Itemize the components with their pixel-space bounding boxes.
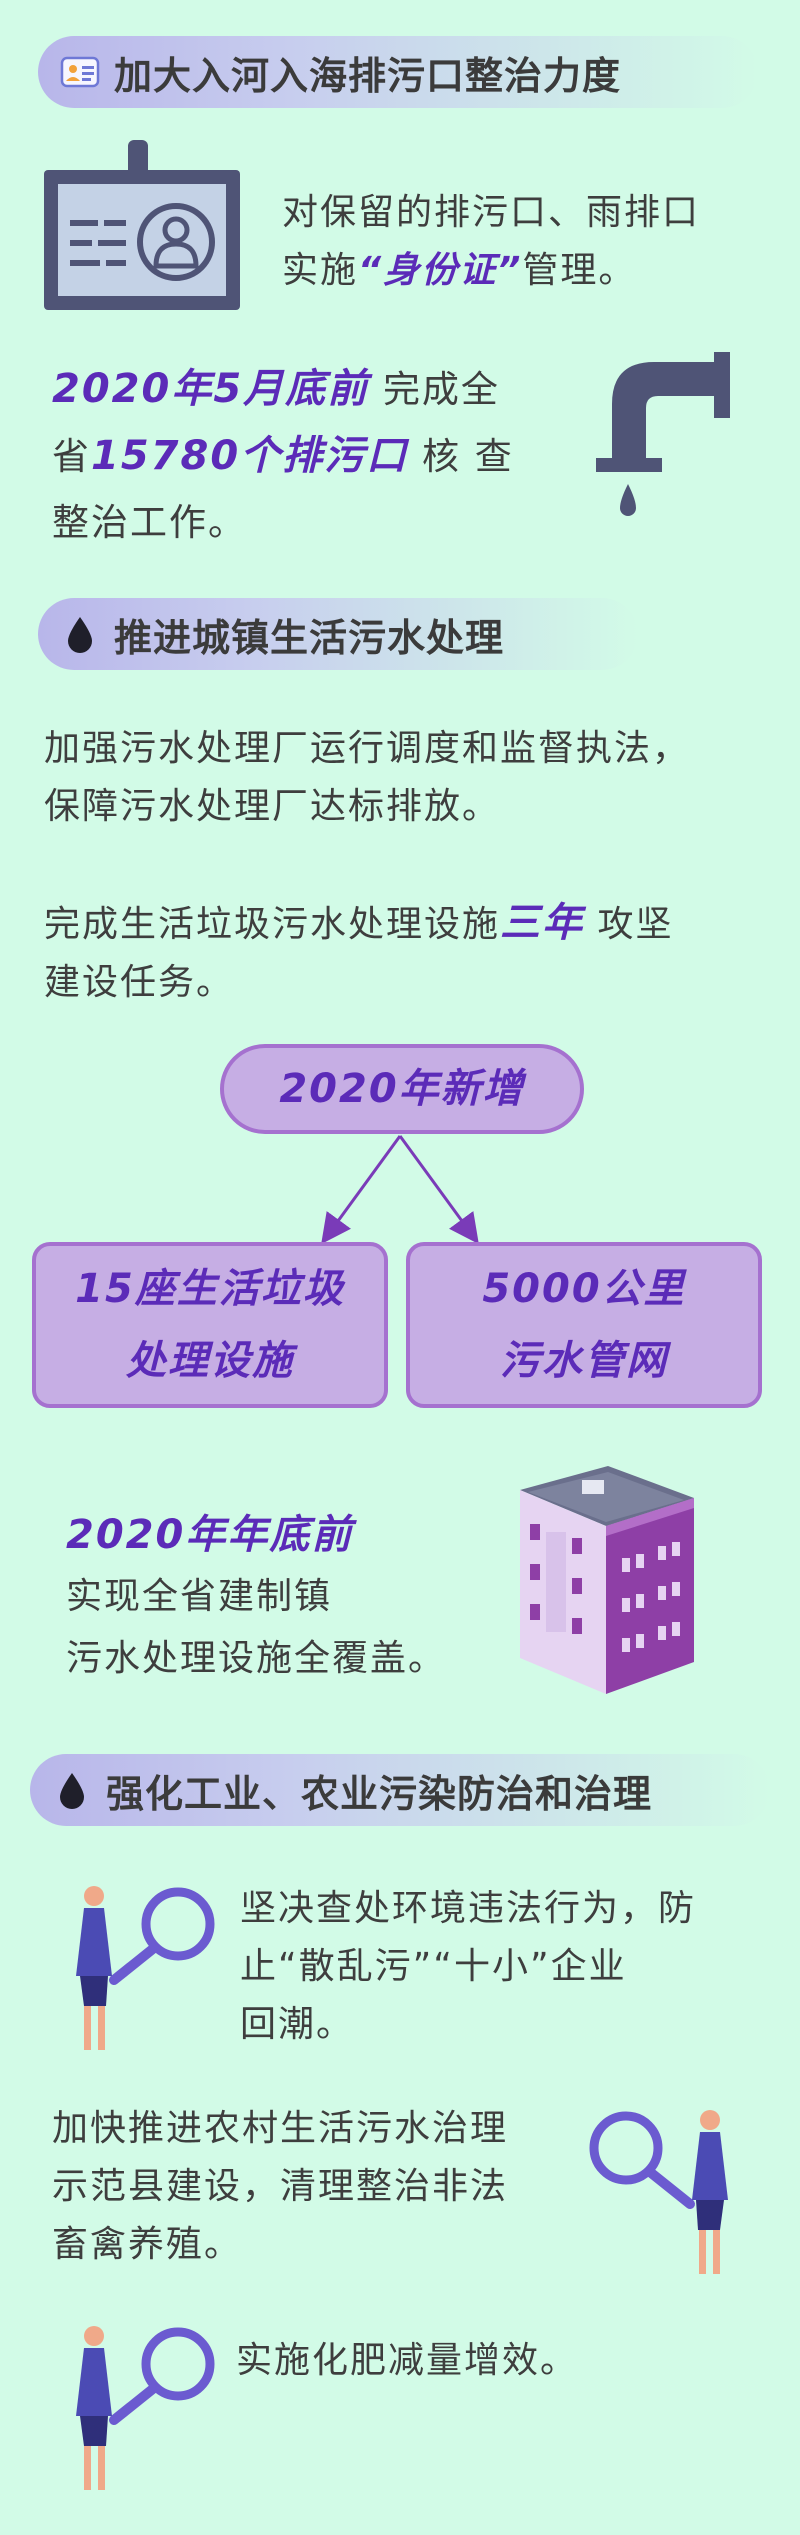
flow-left-line1: 15座生活垃圾: [75, 1266, 345, 1312]
section3-header: 强化工业、农业污染防治和治理: [30, 1754, 770, 1826]
section2-p2-highlight: 三年: [500, 900, 585, 946]
section3-p1-line2: 止“散乱污”“十小”企业: [240, 1946, 627, 1987]
section1-p1-line2-pre: 实施: [282, 250, 359, 291]
section1-title: 加大入河入海排污口整治力度: [114, 53, 622, 98]
section2-p2-line2: 建设任务。: [44, 962, 235, 1003]
section1-p1-line2: 实施“身份证”管理。: [282, 242, 762, 300]
section2-header: 推进城镇生活污水处理: [38, 598, 638, 670]
section2-title: 推进城镇生活污水处理: [114, 615, 505, 660]
section3-p1-line3: 回潮。: [240, 2004, 355, 2045]
section3-p1-line1: 坚决查处环境违法行为，防: [240, 1888, 697, 1929]
flow-right-box: 5000公里 污水管网: [406, 1242, 762, 1408]
section1-p2-line1-text: 完成全: [382, 368, 500, 411]
section3-p2-line3: 畜禽养殖。: [52, 2224, 243, 2265]
section3-paragraph-1: 坚决查处环境违法行为，防 止“散乱污”“十小”企业 回潮。: [240, 1880, 770, 2054]
person-magnifier-icon: [76, 1886, 215, 2050]
section3-p3-line1: 实施化肥减量增效。: [236, 2340, 579, 2381]
section2-paragraph-1: 加强污水处理厂运行调度和监督执法， 保障污水处理厂达标排放。: [44, 720, 774, 836]
section3-p2-line2: 示范县建设，清理整治非法: [52, 2166, 509, 2207]
section2-p2-post: 攻坚: [597, 904, 674, 945]
water-drop-icon: [60, 1773, 84, 1809]
section3-title: 强化工业、农业污染防治和治理: [106, 1771, 653, 1816]
section1-p2-highlight-date: 2020年5月底前: [52, 366, 370, 412]
section2-p2-line1: 完成生活垃圾污水处理设施三年 攻坚: [44, 894, 774, 954]
section3-paragraph-3: 实施化肥减量增效。: [236, 2332, 736, 2390]
section2-p2-pre: 完成生活垃圾污水处理设施: [44, 904, 501, 945]
section2-p1-line1: 加强污水处理厂运行调度和监督执法，: [44, 728, 691, 769]
section1-p2-line2-post: 核 查: [421, 435, 514, 478]
person-magnifier-icon: [589, 2110, 728, 2274]
section1-p1-line1: 对保留的排污口、雨排口: [282, 192, 701, 233]
section1-p2-line2-pre: 省: [52, 435, 91, 478]
section1-header: 加大入河入海排污口整治力度: [38, 36, 758, 108]
flow-left-box: 15座生活垃圾 处理设施: [32, 1242, 388, 1408]
flow-top-box: 2020年新增: [220, 1044, 584, 1134]
section2-paragraph-2: 完成生活垃圾污水处理设施三年 攻坚 建设任务。: [44, 894, 774, 1012]
section2-p3-highlight: 2020年年底前: [66, 1512, 354, 1558]
section1-p2-highlight-count: 15780个排污口: [91, 433, 409, 479]
section1-p2-line3: 整治工作。: [52, 501, 247, 544]
section1-p1-highlight: “身份证”: [358, 250, 523, 291]
section1-p1-line2-post: 管理。: [522, 250, 637, 291]
flow-left-line2: 处理设施: [126, 1338, 294, 1384]
section1-p2-line1: 2020年5月底前 完成全: [52, 356, 592, 423]
section1-paragraph-1: 对保留的排污口、雨排口 实施“身份证”管理。: [282, 184, 762, 300]
section2-paragraph-3: 2020年年底前 实现全省建制镇 污水处理设施全覆盖。: [66, 1504, 526, 1690]
water-drop-icon: [68, 617, 92, 653]
section2-p3-line2: 实现全省建制镇: [66, 1576, 333, 1617]
section3-p2-line1: 加快推进农村生活污水治理: [52, 2108, 509, 2149]
person-magnifier-icon: [76, 2326, 215, 2490]
id-card-badge-icon: [44, 140, 240, 310]
section1-p2-line2: 省15780个排污口 核 查: [52, 423, 592, 490]
drain-pipe-icon: [596, 352, 730, 516]
section2-p3-line3: 污水处理设施全覆盖。: [66, 1638, 447, 1679]
flow-arrows: [321, 1135, 479, 1244]
flow-top-label: 2020年新增: [279, 1066, 525, 1112]
section3-paragraph-2: 加快推进农村生活污水治理 示范县建设，清理整治非法 畜禽养殖。: [52, 2100, 572, 2274]
building-icon: [520, 1466, 694, 1694]
section2-p1-line2: 保障污水处理厂达标排放。: [44, 786, 501, 827]
section1-paragraph-2: 2020年5月底前 完成全 省15780个排污口 核 查 整治工作。: [52, 356, 592, 556]
flow-right-line2: 污水管网: [500, 1338, 668, 1384]
flow-right-line1: 5000公里: [482, 1266, 686, 1312]
id-card-icon: [60, 56, 100, 88]
